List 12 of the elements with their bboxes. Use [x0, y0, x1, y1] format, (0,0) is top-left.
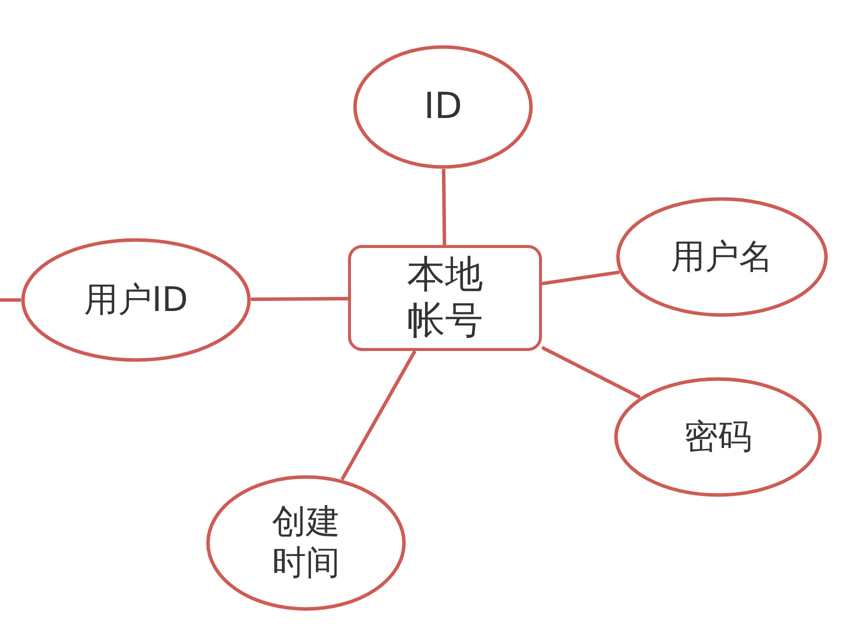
- connector-line: [0, 298, 21, 302]
- entity-box: 本地帐号: [348, 245, 542, 351]
- connector-line: [250, 296, 348, 301]
- connector-line: [542, 270, 620, 286]
- attribute-label: ID: [422, 85, 464, 129]
- connector-line: [340, 350, 416, 480]
- attribute-label: 用户ID: [82, 280, 190, 320]
- attribute-label: 创建时间: [271, 502, 341, 584]
- attribute-label: 用户名: [670, 236, 774, 278]
- connector-line: [442, 168, 446, 246]
- attribute-label: 密码: [683, 416, 753, 458]
- connector-line: [541, 346, 641, 399]
